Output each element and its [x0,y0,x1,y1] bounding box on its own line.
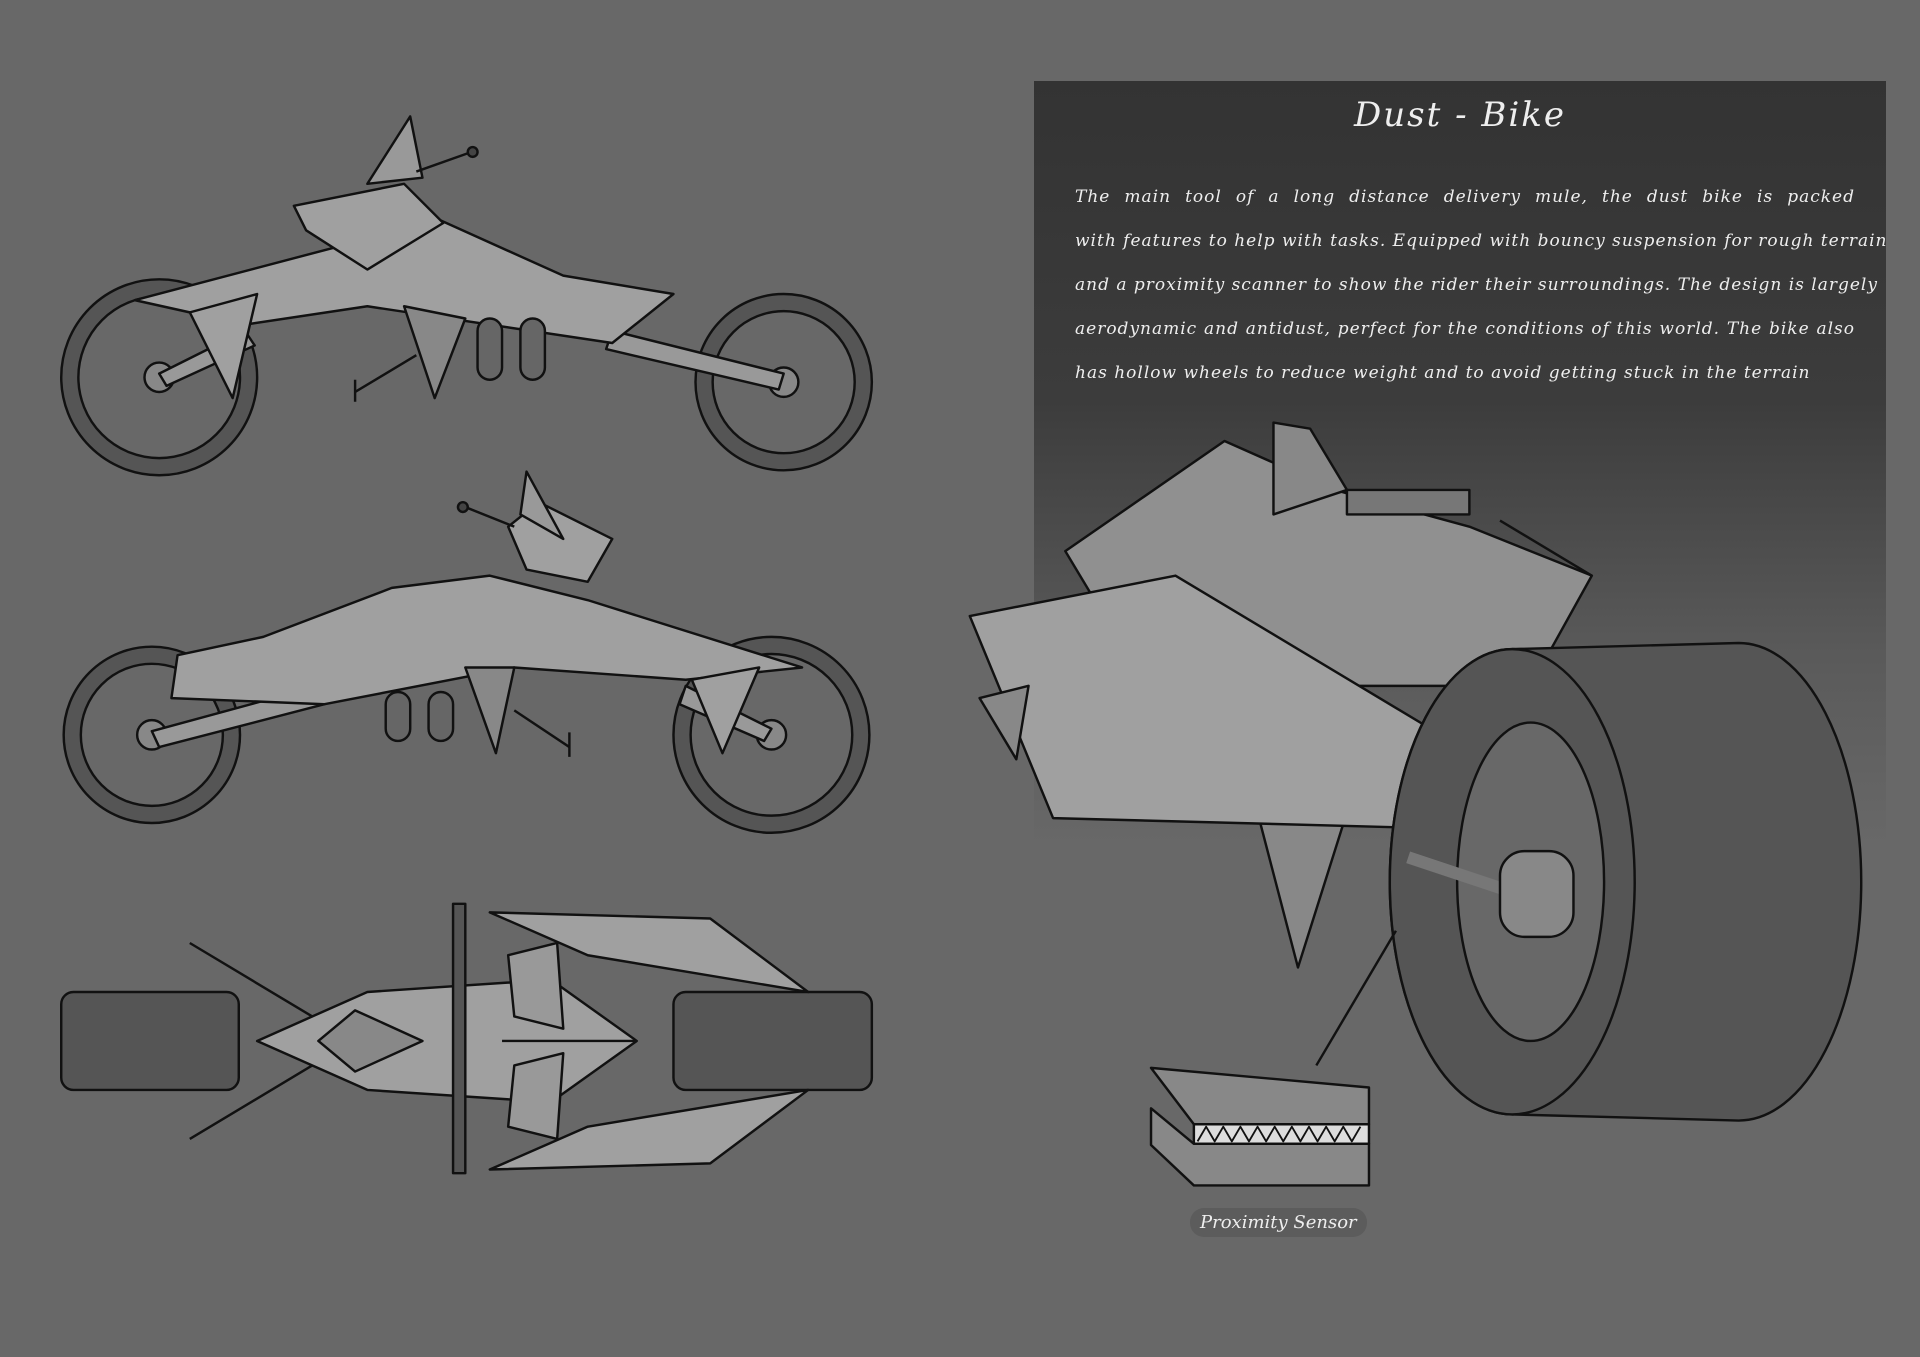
side-view-right [60,115,874,477]
description-line: The main tool of a long distance deliver… [1075,187,1855,207]
description-line: aerodynamic and antidust, perfect for th… [1075,319,1855,339]
page-title: Dust - Bike [1354,95,1566,135]
description-line: has hollow wheels to reduce weight and t… [1075,363,1811,383]
proximity-sensor-drawing [1149,1066,1371,1187]
description-line: with features to help with tasks. Equipp… [1075,231,1888,251]
side-view-left [62,470,871,835]
perspective-view [968,421,1863,1122]
description: The main tool of a long distance deliver… [1075,175,1888,395]
description-line: and a proximity scanner to show the ride… [1075,275,1878,295]
proximity-sensor-label: Proximity Sensor [1190,1208,1367,1237]
top-view [59,902,874,1175]
